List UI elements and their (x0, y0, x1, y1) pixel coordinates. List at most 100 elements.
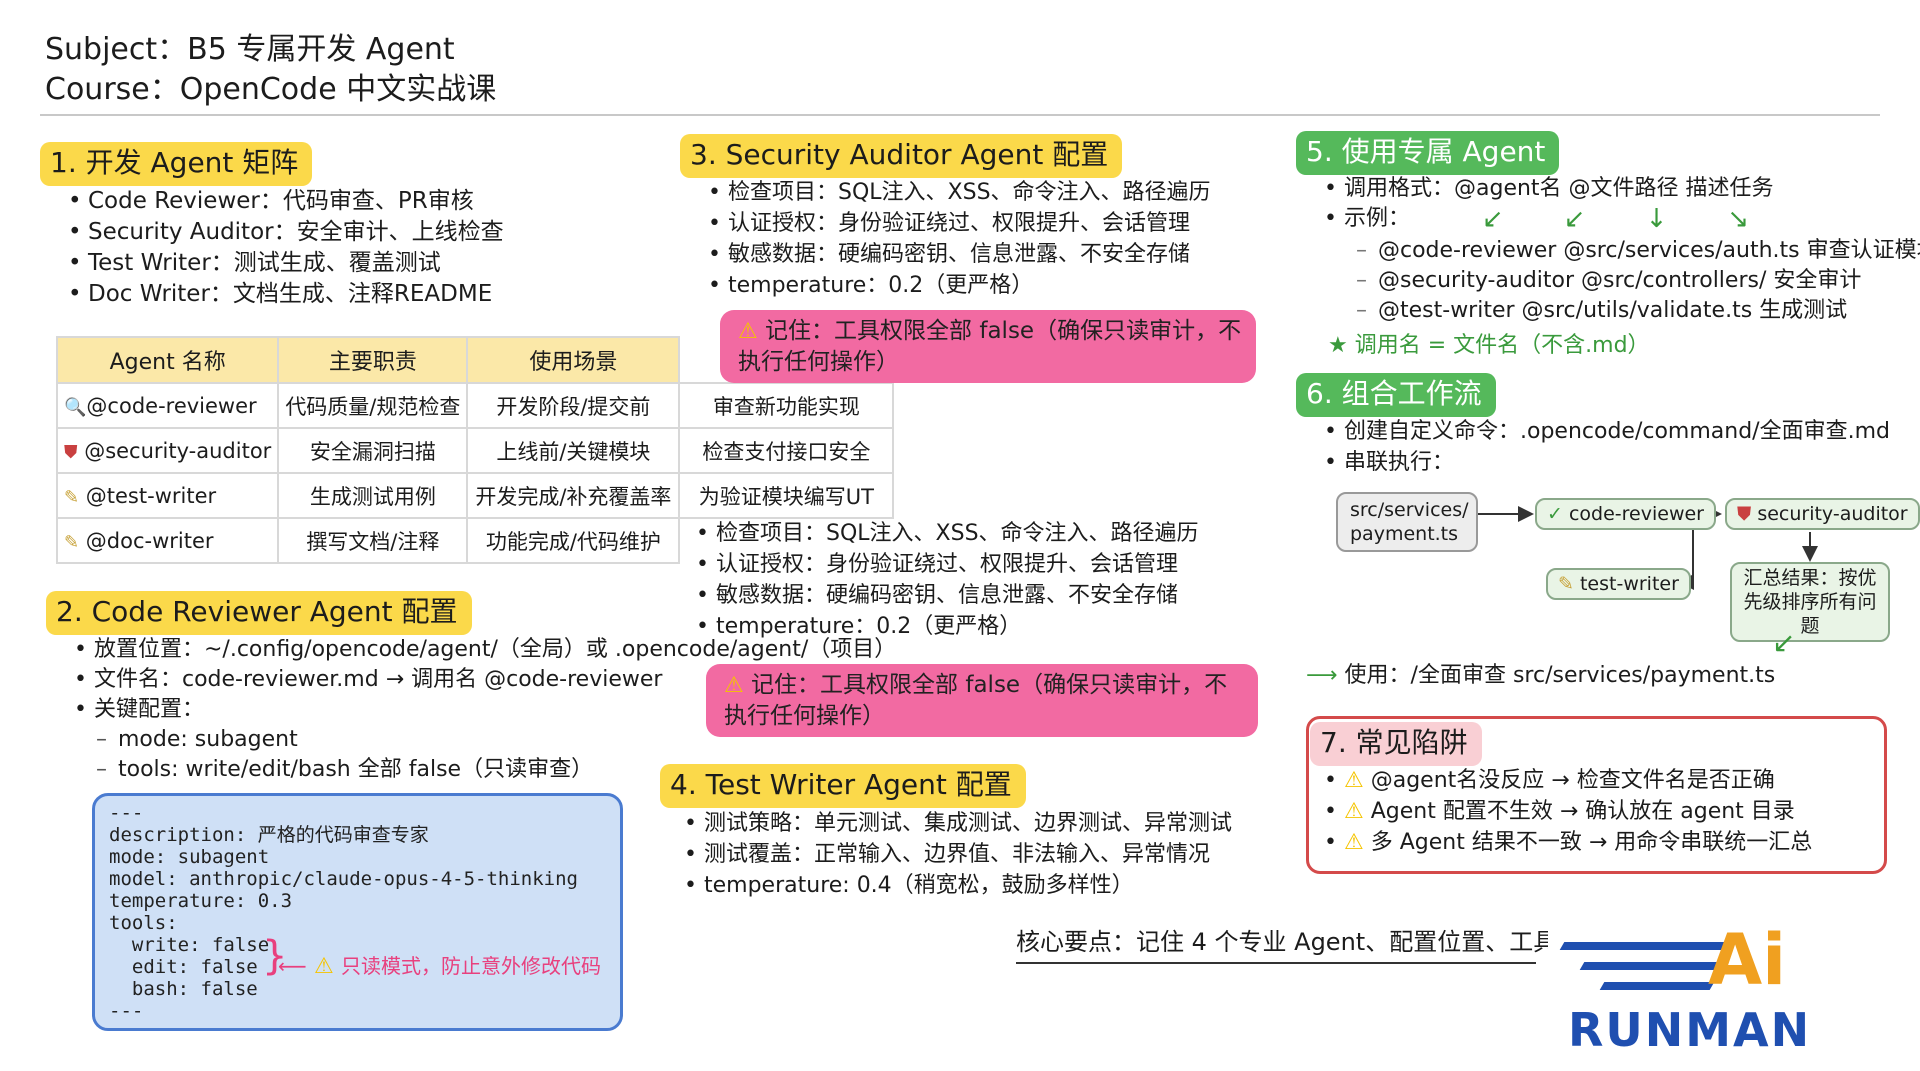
arrow-down-icons: ↙↙↓↘ (1482, 204, 1810, 234)
section-2-list: 放置位置：~/.config/opencode/agent/（全局）或 .ope… (72, 635, 896, 785)
list-item: 认证授权：身份验证绕过、权限提升、会话管理 (706, 208, 1211, 239)
example-cell: 为验证模块编写UT (678, 472, 895, 519)
list-item: temperature：0.2（更严格） (694, 611, 1199, 642)
table-row: ⛊ @security-auditor 安全漏洞扫描 上线前/关键模块 检查支付… (55, 427, 895, 474)
duty-cell: 安全漏洞扫描 (277, 427, 469, 474)
list-item: 敏感数据：硬编码密钥、信息泄露、不安全存储 (694, 580, 1199, 611)
warning-text: 记住：工具权限全部 false（确保只读审计，不执行任何操作） (724, 672, 1228, 729)
core-underline (1016, 962, 1536, 964)
test-writer-node: ✎ test-writer (1546, 568, 1691, 600)
pencil-icon: ✎ (1558, 573, 1574, 595)
node-label: code-reviewer (1568, 503, 1704, 525)
duty-cell: 撰写文档/注释 (277, 517, 469, 564)
table-row: ✎ @test-writer 生成测试用例 开发完成/补充覆盖率 为验证模块编写… (55, 472, 895, 519)
scene-cell: 开发阶段/提交前 (466, 382, 681, 429)
list-item: 检查项目：SQL注入、XSS、命令注入、路径遍历 (706, 177, 1211, 208)
summary-node: 汇总结果：按优先级排序所有问题 (1730, 562, 1890, 642)
warning-icon: ⚠ (1344, 768, 1364, 793)
list-item: 测试策略：单元测试、集成测试、边界测试、异常测试 (682, 808, 1232, 839)
list-item: mode: subagent (72, 725, 896, 755)
ai-runman-logo: Ai RUNMAN (1548, 920, 1888, 1060)
pencil-icon: ✎ (64, 486, 80, 508)
agent-name: @code-reviewer (86, 393, 257, 418)
col-header-scene: 使用场景 (466, 336, 681, 384)
col-header-duty: 主要职责 (277, 336, 469, 384)
section-1-list: Code Reviewer：代码审查、PR审核 Security Auditor… (66, 186, 504, 310)
usage-line: ⟶ 使用：/全面审查 src/services/payment.ts (1306, 657, 1775, 689)
example-cell: 审查新功能实现 (678, 382, 895, 429)
table-row: 🔍@code-reviewer 代码质量/规范检查 开发阶段/提交前 审查新功能… (55, 382, 895, 429)
warning-icon: ⚠ (1344, 830, 1364, 855)
agent-name: @doc-writer (85, 528, 214, 553)
list-item: Doc Writer：文档生成、注释README (66, 279, 504, 310)
list-item: 测试覆盖：正常输入、边界值、非法输入、异常情况 (682, 839, 1232, 870)
list-item: 关键配置： (72, 695, 896, 725)
warning-text: 记住：工具权限全部 false（确保只读审计，不执行任何操作） (738, 318, 1242, 375)
agent-name: @security-auditor (84, 438, 272, 463)
section-2-title: 2. Code Reviewer Agent 配置 (46, 591, 472, 635)
warning-box: ⚠ 记住：工具权限全部 false（确保只读审计，不执行任何操作） (706, 664, 1258, 737)
list-item: ⚠ 多 Agent 结果不一致 → 用命令串联统一汇总 (1322, 827, 1812, 858)
example-item: @security-auditor @src/controllers/ 安全审计 (1322, 266, 1920, 296)
list-item: 检查项目：SQL注入、XSS、命令注入、路径遍历 (694, 518, 1199, 549)
agent-name-cell: ✎ @test-writer (55, 472, 280, 519)
scene-cell: 开发完成/补充覆盖率 (466, 472, 681, 519)
duty-cell: 代码质量/规范检查 (277, 382, 469, 429)
check-icon: ✓ (1547, 503, 1563, 525)
warning-icon: ⚠ (724, 673, 744, 698)
code-note: ⟵ ⚠ 只读模式，防止意外修改代码 (278, 950, 601, 979)
agent-name-cell: 🔍@code-reviewer (55, 382, 280, 429)
section-4-list: 测试策略：单元测试、集成测试、边界测试、异常测试 测试覆盖：正常输入、边界值、非… (682, 808, 1232, 901)
agent-name-cell: ✎ @doc-writer (55, 517, 280, 564)
node-label: security-auditor (1757, 503, 1908, 525)
pitfall-text: 多 Agent 结果不一致 → 用命令串联统一汇总 (1370, 830, 1813, 855)
list-item: 文件名：code-reviewer.md → 调用名 @code-reviewe… (72, 665, 896, 695)
list-item: ⚠ Agent 配置不生效 → 确认放在 agent 目录 (1322, 796, 1812, 827)
shield-icon: ⛊ (1737, 503, 1752, 525)
list-item: 创建自定义命令：.opencode/command/全面审查.md (1322, 416, 1890, 447)
usage-text: 使用：/全面审查 src/services/payment.ts (1344, 663, 1776, 688)
list-item: Code Reviewer：代码审查、PR审核 (66, 186, 504, 217)
section-3-list: 检查项目：SQL注入、XSS、命令注入、路径遍历 认证授权：身份验证绕过、权限提… (706, 177, 1211, 301)
example-item: @code-reviewer @src/services/auth.ts 审查认… (1322, 236, 1920, 266)
list-item: 敏感数据：硬编码密钥、信息泄露、不安全存储 (706, 239, 1211, 270)
pitfall-text: @agent名没反应 → 检查文件名是否正确 (1370, 768, 1775, 793)
section-3-title: 3. Security Auditor Agent 配置 (680, 134, 1123, 178)
list-item: 串联执行： (1322, 447, 1890, 478)
magnifier-icon: 🔍 (64, 396, 87, 418)
section-7-title: 7. 常见陷阱 (1310, 722, 1482, 766)
scene-cell: 功能完成/代码维护 (466, 517, 681, 564)
logo-ai-text: Ai (1708, 919, 1787, 1001)
agent-name-cell: ⛊ @security-auditor (55, 427, 280, 474)
list-item: 调用格式：@agent名 @文件路径 描述任务 (1322, 174, 1920, 204)
warning-icon: ⚠ (313, 954, 334, 979)
course-line: Course：OpenCode 中文实战课 (45, 72, 497, 107)
section-4-title: 4. Test Writer Agent 配置 (660, 764, 1026, 808)
pencil-icon: ✎ (64, 531, 80, 553)
section-1-title: 1. 开发 Agent 矩阵 (40, 142, 313, 186)
config-code-block: --- description: 严格的代码审查专家 mode: subagen… (92, 793, 623, 1031)
list-item: Security Auditor：安全审计、上线检查 (66, 217, 504, 248)
section-5-list: 调用格式：@agent名 @文件路径 描述任务 示例： @code-review… (1322, 174, 1920, 326)
subject-line: Subject：B5 专属开发 Agent (45, 32, 455, 67)
security-auditor-node: ⛊ security-auditor (1725, 498, 1920, 530)
col-header-name: Agent 名称 (55, 336, 280, 384)
star-icon: ★ (1328, 333, 1348, 358)
star-note: ★ 调用名 = 文件名（不含.md） (1328, 327, 1650, 359)
list-item: 示例： (1322, 204, 1920, 234)
list-item: 放置位置：~/.config/opencode/agent/（全局）或 .ope… (72, 635, 896, 665)
warning-box: ⚠ 记住：工具权限全部 false（确保只读审计，不执行任何操作） (720, 310, 1256, 383)
header-divider (40, 114, 1880, 116)
list-item: tools: write/edit/bash 全部 false（只读审查） (72, 755, 896, 785)
agent-name: @test-writer (85, 483, 217, 508)
list-item: ⚠ @agent名没反应 → 检查文件名是否正确 (1322, 765, 1812, 796)
pitfall-text: Agent 配置不生效 → 确认放在 agent 目录 (1370, 799, 1795, 824)
scene-cell: 上线前/关键模块 (466, 427, 681, 474)
list-item: Test Writer：测试生成、覆盖测试 (66, 248, 504, 279)
source-file-node: src/services/ payment.ts (1336, 492, 1478, 552)
star-note-text: 调用名 = 文件名（不含.md） (1354, 333, 1650, 358)
example-cell: 检查支付接口安全 (678, 427, 895, 474)
node-label: test-writer (1579, 573, 1679, 595)
section-6-list: 创建自定义命令：.opencode/command/全面审查.md 串联执行： (1322, 416, 1890, 478)
arrow-right-icon: ⟶ (1306, 663, 1338, 688)
